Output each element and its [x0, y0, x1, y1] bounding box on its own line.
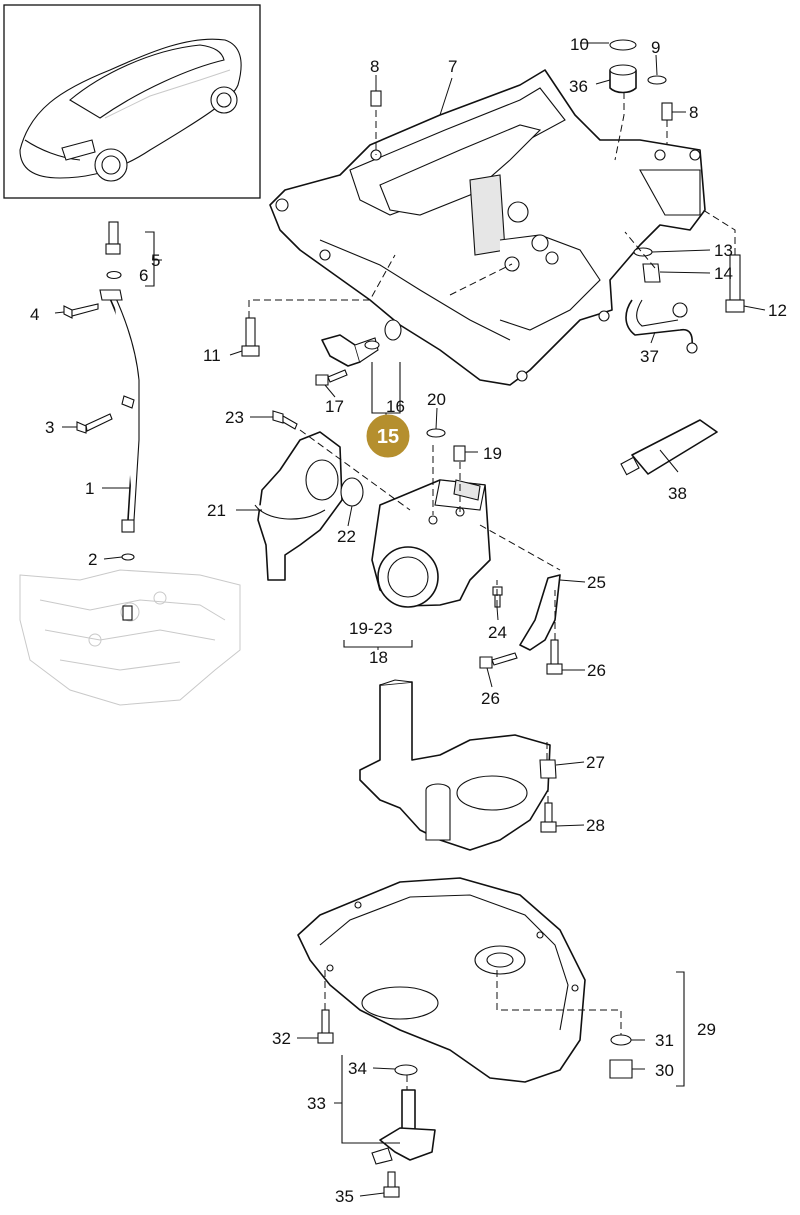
callout-30[interactable]: 30 [655, 1061, 674, 1080]
callout-8-left[interactable]: 8 [370, 57, 379, 76]
callout-badge-15[interactable]: 15 [366, 414, 410, 458]
bolt-26-right[interactable] [546, 639, 563, 675]
bolt-35[interactable] [383, 1171, 400, 1198]
assembly-lines [248, 92, 736, 1090]
callout-15-label: 15 [377, 426, 399, 448]
bolt-3[interactable] [76, 413, 113, 434]
callout-26-right[interactable]: 26 [587, 661, 606, 680]
pipe-37[interactable] [625, 299, 698, 354]
callout-17[interactable]: 17 [325, 397, 344, 416]
bolt-23[interactable] [272, 410, 298, 430]
lower-oil-pan-29[interactable] [297, 877, 586, 1083]
bolt-11[interactable] [241, 317, 260, 357]
callout-7[interactable]: 7 [448, 57, 457, 76]
screw-17[interactable] [315, 369, 348, 386]
callout-26-left[interactable]: 26 [481, 689, 500, 708]
callout-11[interactable]: 11 [203, 346, 221, 365]
oil-level-sensor-16[interactable] [321, 334, 380, 367]
baffle-plate-27[interactable] [359, 679, 551, 851]
o-ring-15[interactable] [384, 319, 402, 341]
bolt-26-left[interactable] [479, 652, 518, 669]
callout-13[interactable]: 13 [714, 241, 733, 260]
callout-35[interactable]: 35 [335, 1187, 354, 1206]
callout-12[interactable]: 12 [768, 301, 787, 320]
callout-9[interactable]: 9 [651, 38, 660, 57]
callout-5[interactable]: 5 [151, 251, 160, 270]
upper-oil-pan[interactable] [269, 69, 706, 386]
callout-27[interactable]: 27 [586, 753, 605, 772]
callout-33[interactable]: 33 [307, 1094, 326, 1113]
callout-28[interactable]: 28 [586, 816, 605, 835]
callout-2[interactable]: 2 [88, 550, 97, 569]
dipstick-assembly[interactable] [99, 221, 140, 621]
callout-21[interactable]: 21 [207, 501, 226, 520]
callout-22[interactable]: 22 [337, 527, 356, 546]
callout-32[interactable]: 32 [272, 1029, 291, 1048]
vehicle-thumbnail [3, 4, 261, 199]
filler-neck-36[interactable] [609, 39, 637, 94]
callout-23[interactable]: 23 [225, 408, 244, 427]
sealant-tube-38[interactable] [620, 419, 718, 476]
o-ring-34[interactable] [394, 1064, 418, 1076]
o-ring-13[interactable] [633, 247, 653, 257]
callout-37[interactable]: 37 [640, 347, 659, 366]
sensor-33[interactable] [371, 1089, 436, 1165]
callout-19[interactable]: 19 [483, 444, 502, 463]
callout-14[interactable]: 14 [714, 264, 733, 283]
o-ring-20[interactable] [426, 428, 446, 438]
bolt-28[interactable] [540, 802, 557, 833]
callout-6[interactable]: 6 [139, 266, 148, 285]
o-ring-9[interactable] [647, 75, 667, 85]
callout-3[interactable]: 3 [45, 418, 54, 437]
callout-16[interactable]: 16 [386, 397, 405, 416]
stud-8-right[interactable] [661, 102, 673, 121]
o-ring-31[interactable] [610, 1034, 632, 1046]
callout-34[interactable]: 34 [348, 1059, 367, 1078]
callout-20[interactable]: 20 [427, 390, 446, 409]
pin-19[interactable] [453, 445, 466, 462]
callout-18[interactable]: 18 [369, 648, 388, 667]
callout-1[interactable]: 1 [85, 479, 94, 498]
seal-22[interactable] [340, 477, 364, 507]
callout-19-23[interactable]: 19-23 [349, 619, 392, 638]
callout-24[interactable]: 24 [488, 623, 507, 642]
suction-pipe-21[interactable] [254, 431, 343, 581]
callout-38[interactable]: 38 [668, 484, 687, 503]
bolt-27[interactable] [539, 759, 557, 779]
bolt-32[interactable] [317, 1009, 334, 1044]
oil-pump-18[interactable] [371, 479, 491, 608]
plug-14[interactable] [642, 263, 661, 283]
leader-lines [54, 42, 766, 1197]
callout-25[interactable]: 25 [587, 573, 606, 592]
callout-36[interactable]: 36 [569, 77, 588, 96]
callout-31[interactable]: 31 [655, 1031, 674, 1050]
callout-29[interactable]: 29 [697, 1020, 716, 1039]
engine-block-outline [19, 569, 241, 706]
callout-10[interactable]: 10 [570, 35, 589, 54]
callout-labels: 10 9 36 8 8 7 5 6 13 14 12 37 11 17 16 4… [30, 35, 787, 1206]
bracket-25[interactable] [519, 574, 561, 651]
bolt-4[interactable] [63, 303, 99, 319]
callout-4[interactable]: 4 [30, 305, 39, 324]
stud-8-left[interactable] [370, 90, 382, 107]
callout-8-right[interactable]: 8 [689, 103, 698, 122]
drain-plug-30[interactable] [609, 1059, 633, 1079]
